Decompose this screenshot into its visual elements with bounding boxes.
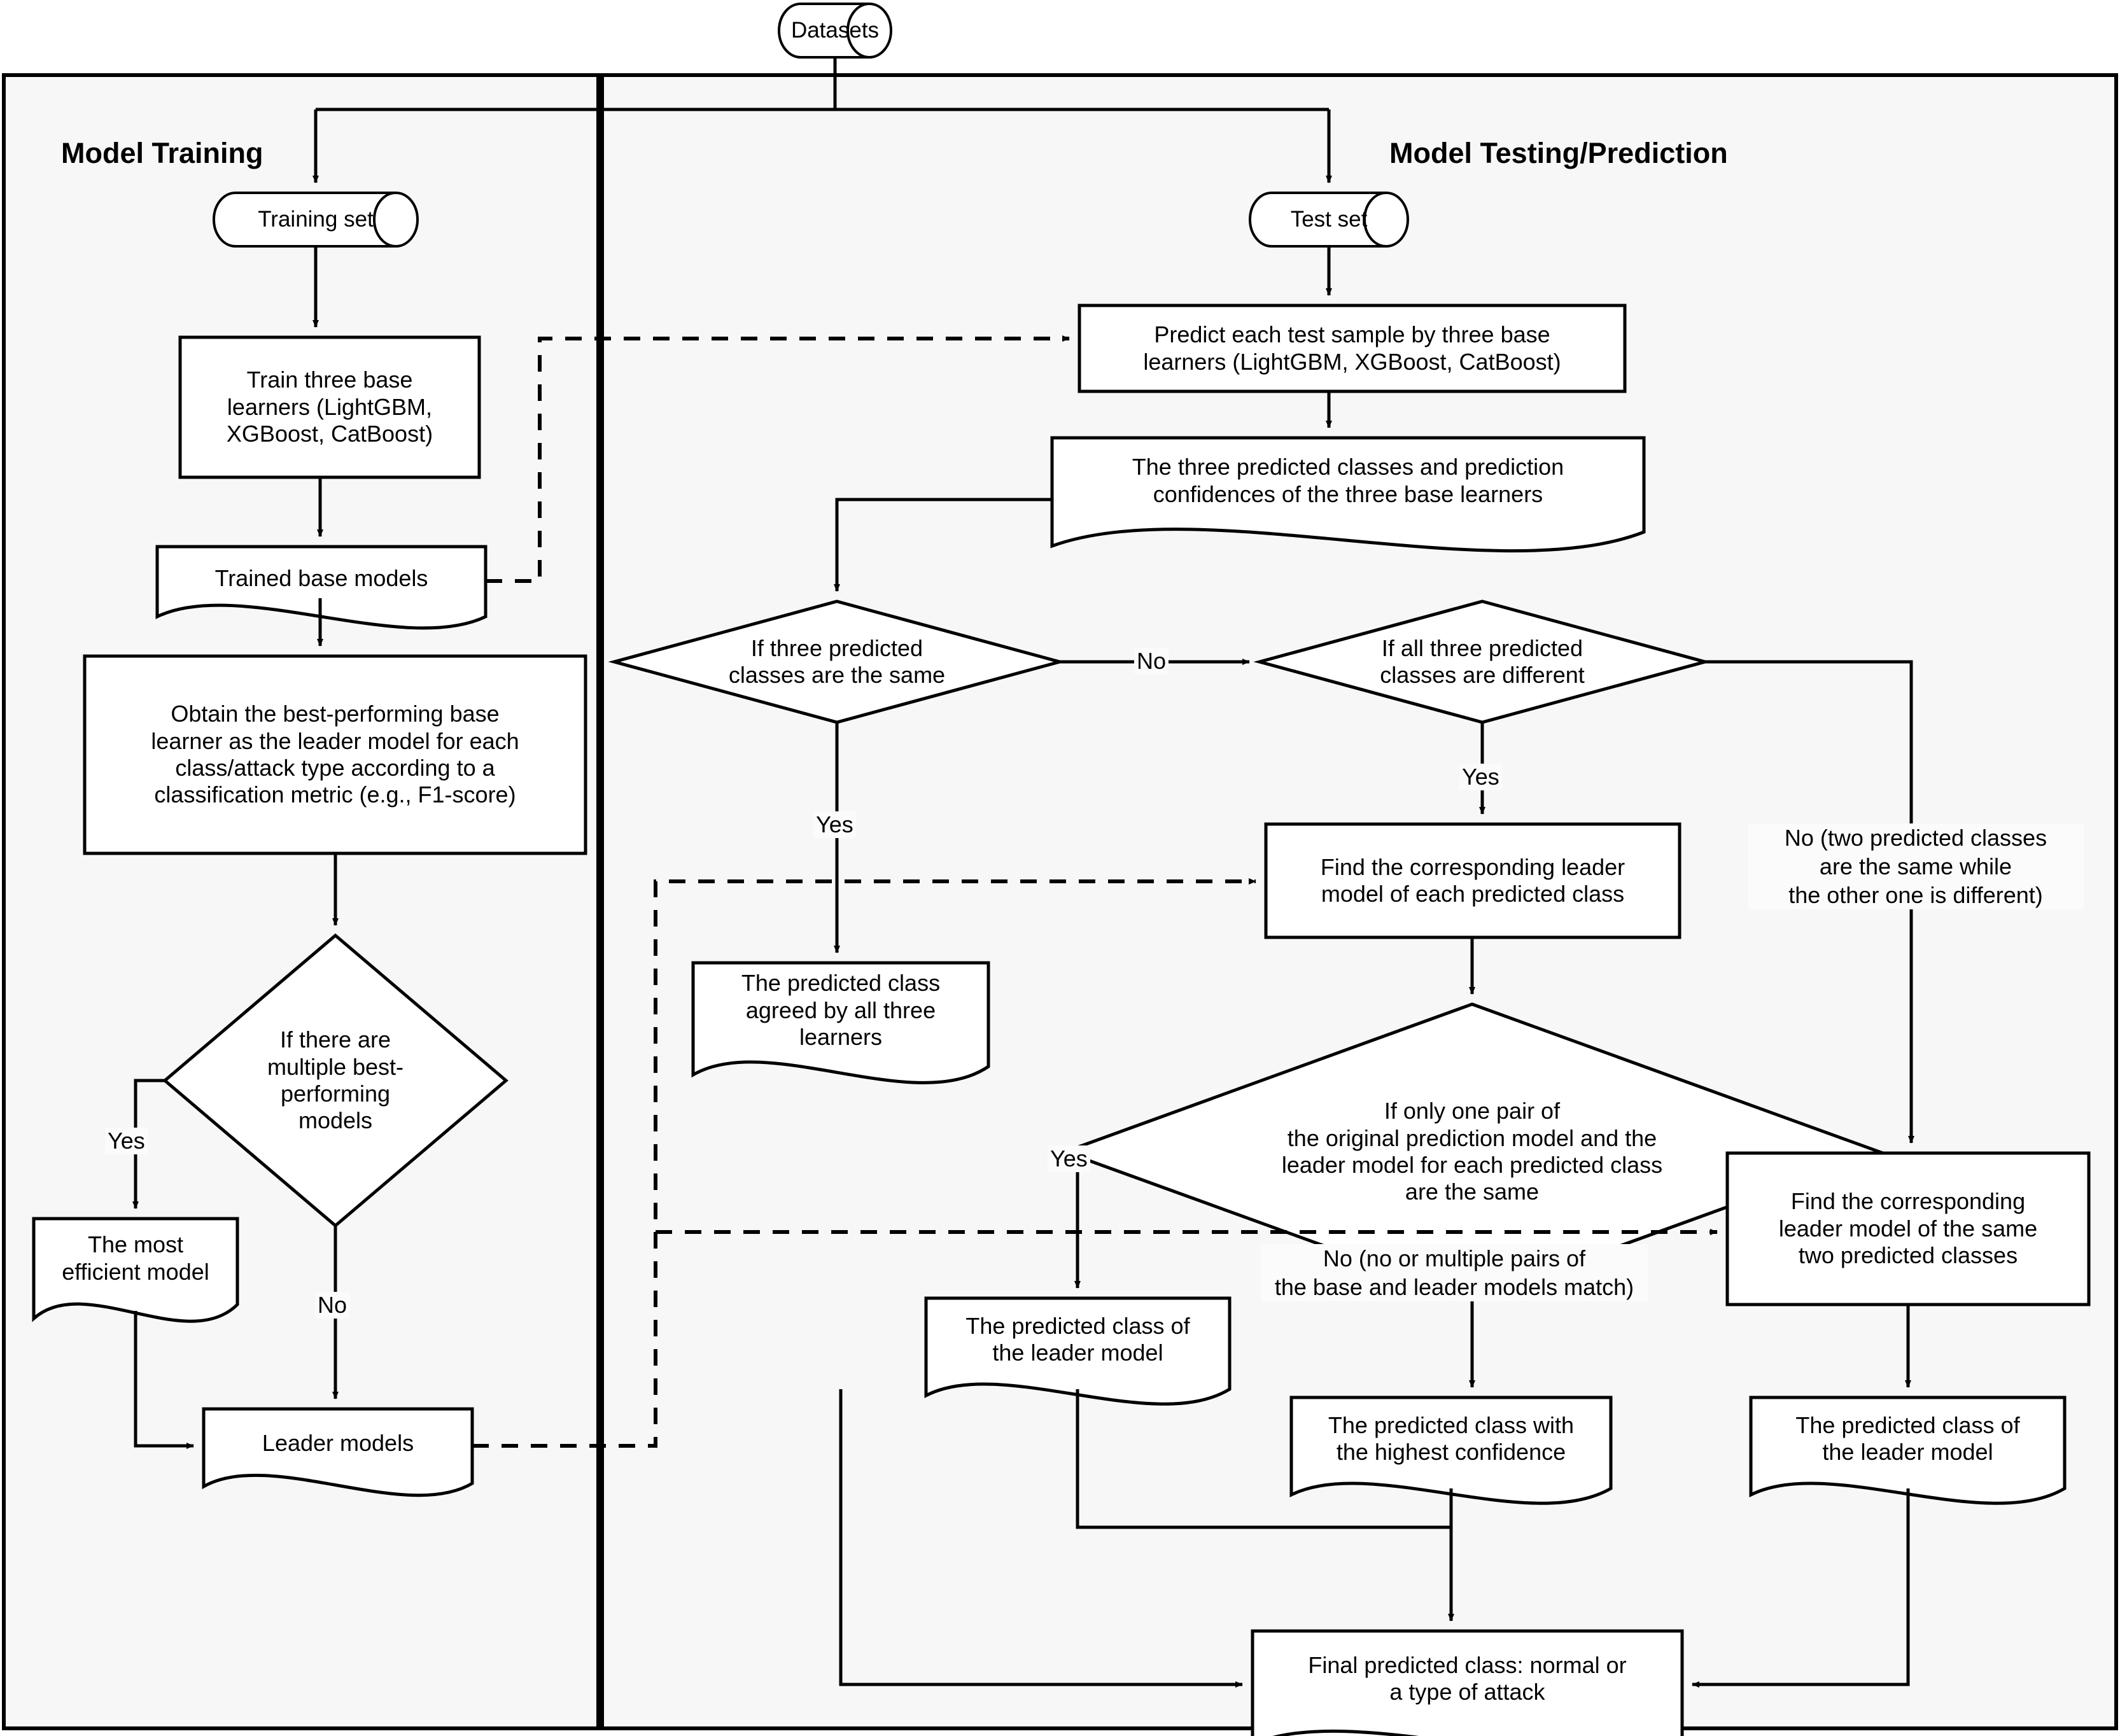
node-training-set	[213, 192, 419, 248]
panel-title-model-training: Model Training	[61, 137, 263, 169]
node-leader-class-b	[1749, 1396, 2067, 1505]
edge-label-yes-one-pair: Yes	[1048, 1145, 1090, 1172]
connectors-dashed	[472, 335, 1718, 1448]
node-datasets	[778, 3, 892, 59]
edge-label-no-three-same: No	[1134, 648, 1169, 675]
panel-title-model-testing: Model Testing/Prediction	[1389, 137, 1728, 169]
edge-label-yes-three-same: Yes	[813, 811, 856, 838]
node-train-base-learners	[178, 335, 481, 479]
node-highest-confidence	[1289, 1396, 1613, 1505]
connectors-solid	[132, 57, 1914, 1688]
node-test-set	[1249, 192, 1409, 248]
node-obtain-leader	[83, 654, 587, 855]
node-agreed-class	[691, 961, 990, 1084]
edge-label-yes-multiple: Yes	[105, 1128, 148, 1154]
node-final-class	[1251, 1629, 1684, 1736]
node-trained-base-models	[155, 545, 488, 630]
edge-label-no-one-pair: No (no or multiple pairs of the base and…	[1261, 1244, 1648, 1301]
edge-label-no-two-same: No (two predicted classes are the same w…	[1748, 823, 2084, 909]
node-find-leader-two	[1725, 1151, 2091, 1306]
edge-label-yes-different: Yes	[1459, 764, 1502, 790]
node-find-leader-each	[1264, 822, 1681, 939]
node-leader-models	[202, 1407, 474, 1497]
node-most-efficient	[32, 1217, 239, 1323]
node-three-predicted	[1050, 436, 1646, 553]
node-leader-class-a	[924, 1296, 1232, 1406]
edge-label-no-multiple: No	[315, 1292, 350, 1319]
node-predict-test-sample	[1078, 304, 1627, 393]
